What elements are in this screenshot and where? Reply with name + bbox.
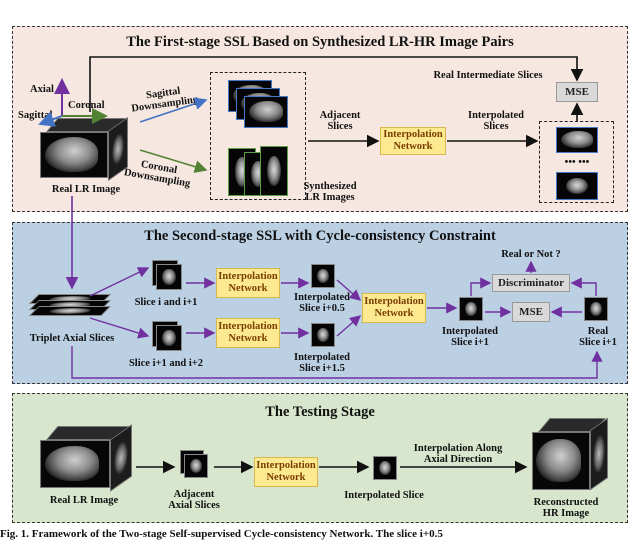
mse-box-1: MSE [556,82,598,102]
interpolated-slice-label: Interpolated Slice [344,490,424,501]
axis-axial-label: Axial [30,84,54,95]
stage2-title: The Second-stage SSL with Cycle-consiste… [144,228,496,244]
axis-sagittal-label: Sagittal [18,110,53,121]
real-or-not-label: Real or Not ? [501,249,561,260]
figure-caption: Fig. 1. Framework of the Two-stage Self-… [0,528,443,540]
real-lr-image-label: Real LR Image [51,184,121,195]
sagittal-downsampling-arrow [139,97,208,123]
triplet-axial-slices-label: Triplet Axial Slices [29,333,115,344]
mse-box-2: MSE [512,302,550,322]
real-lr-volume-1 [38,116,130,182]
reconstructed-hr-volume [530,417,610,492]
slice-i1-label: Slice i+1 and i+2 [128,358,204,369]
real-lr-image-label-3: Real LR Image [49,495,119,506]
interpolated-slices-box [539,121,614,203]
synthesized-images-box [210,72,306,200]
triplet-to-slice-i1-arrow [89,317,150,339]
real-intermediate-slices-label: Real Intermediate Slices [433,70,543,81]
triplet-to-real-arrow [71,346,603,379]
real-intermediate-arrow [89,56,584,112]
discriminator-box: Discriminator [492,274,570,292]
stage1-title: The First-stage SSL Based on Synthesized… [126,34,514,50]
axis-sagittal-arrow [38,111,63,127]
real-lr-volume-2 [38,424,134,492]
slice-i-label: Slice i and i+1 [134,297,198,308]
axis-coronal-label: Coronal [68,100,105,111]
coronal-downsampling-arrow [139,149,208,173]
stage3-title: The Testing Stage [265,404,375,420]
triplet-to-slice-i-arrow [89,267,150,297]
ellipsis-dots: ••• ••• [564,157,590,168]
